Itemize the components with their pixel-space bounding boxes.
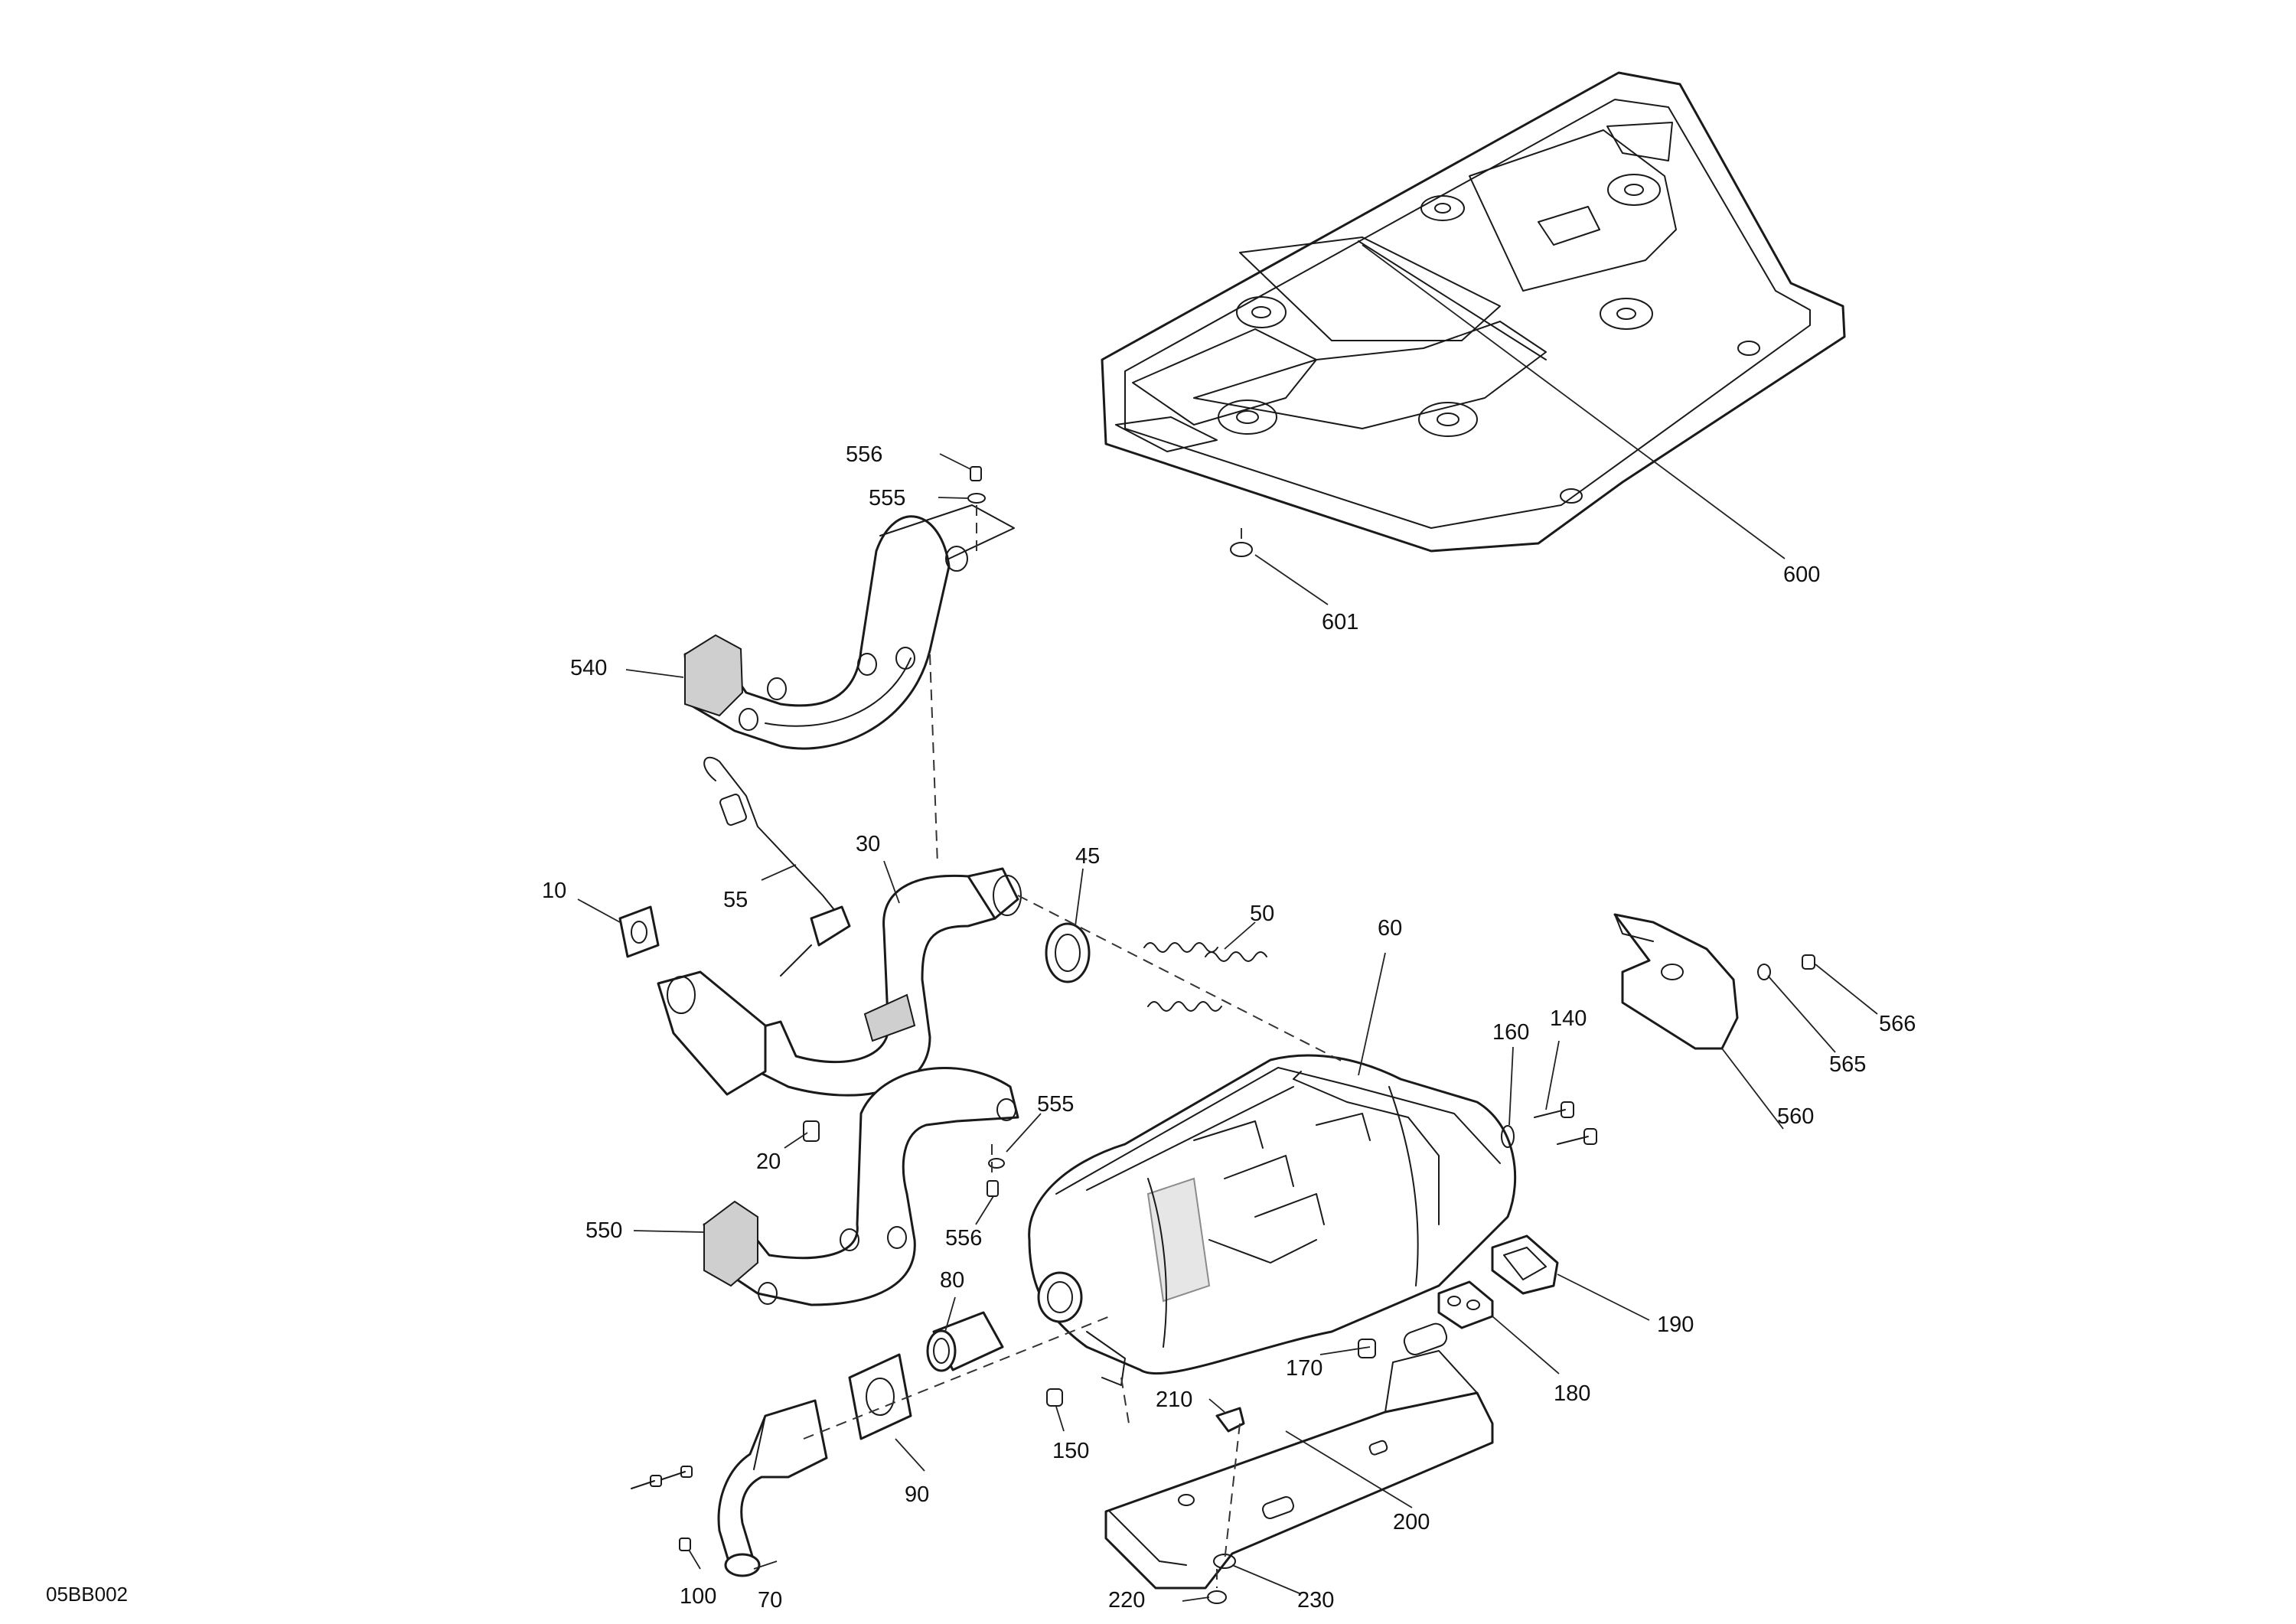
leader-lines (577, 244, 1878, 1602)
callout-90: 90 (905, 1482, 929, 1507)
callout-10: 10 (542, 879, 566, 903)
nut-220 (1207, 1590, 1227, 1604)
callout-550: 550 (585, 1218, 622, 1243)
callout-180: 180 (1554, 1381, 1590, 1406)
callout-230: 230 (1297, 1588, 1334, 1613)
callout-20: 20 (756, 1150, 781, 1174)
callouts: 556 555 540 10 55 30 45 50 60 160 140 55… (542, 442, 1916, 1613)
assembly-lines (803, 505, 1348, 1588)
callout-565: 565 (1829, 1052, 1866, 1077)
bolts-100 (631, 1466, 693, 1551)
grommet-190 (1491, 1234, 1559, 1295)
callout-540: 540 (570, 656, 607, 680)
screw-556-lower (987, 1158, 1005, 1197)
callout-170: 170 (1286, 1356, 1322, 1381)
upper-heat-shield-540 (683, 504, 1015, 750)
callout-600: 600 (1783, 563, 1820, 587)
heat-shield-560 (1613, 913, 1739, 1050)
callout-601: 601 (1322, 610, 1358, 634)
nut-150 (1046, 1388, 1063, 1407)
grommet-180 (1437, 1280, 1494, 1329)
callout-560: 560 (1777, 1104, 1814, 1129)
diagram-reference: 05BB002 (46, 1583, 128, 1606)
lower-heat-shield-550 (703, 1066, 1019, 1306)
callout-150: 150 (1052, 1439, 1089, 1463)
callout-210: 210 (1156, 1388, 1192, 1412)
rivet-210 (1215, 1407, 1245, 1433)
tail-pipe-70 (717, 1399, 828, 1577)
washer-160 (1501, 1125, 1515, 1148)
callout-60: 60 (1378, 916, 1402, 941)
exhaust-pipe-30 (737, 867, 1022, 1097)
callout-555-top: 555 (869, 486, 905, 510)
callout-220: 220 (1108, 1588, 1145, 1613)
callout-556-lower: 556 (945, 1226, 982, 1251)
manifold-inlet (657, 970, 767, 1096)
callout-50: 50 (1250, 902, 1274, 926)
callout-160: 160 (1492, 1020, 1529, 1045)
screw-566 (1802, 954, 1815, 970)
gasket-45 (1045, 922, 1091, 983)
callout-555-lower: 555 (1037, 1092, 1074, 1117)
washer-565 (1757, 964, 1771, 980)
screw-601 (1230, 542, 1253, 557)
springs-50 (1143, 942, 1267, 1012)
callout-100: 100 (680, 1584, 716, 1609)
oxygen-sensor-55 (703, 756, 851, 977)
flange-gasket-10 (618, 905, 660, 958)
gasket-90 (848, 1353, 912, 1440)
screw-556-top (967, 466, 986, 504)
callout-140: 140 (1550, 1006, 1587, 1031)
callout-556-top: 556 (846, 442, 882, 467)
nut-20 (803, 1120, 820, 1142)
callout-70: 70 (758, 1588, 782, 1613)
callout-55: 55 (723, 888, 748, 912)
bolt-140 (1534, 1101, 1597, 1145)
muffler-60 (1028, 1054, 1517, 1386)
bracket-200 (1104, 1322, 1494, 1590)
callout-200: 200 (1393, 1510, 1430, 1534)
callout-80: 80 (940, 1268, 964, 1293)
heat-shield-plate-600 (1101, 71, 1846, 553)
mounting-boss (1218, 174, 1760, 504)
sleeve-80 (926, 1311, 1004, 1372)
callout-45: 45 (1075, 844, 1100, 869)
callout-190: 190 (1657, 1313, 1694, 1337)
callout-30: 30 (856, 832, 880, 856)
callout-566: 566 (1879, 1012, 1916, 1036)
